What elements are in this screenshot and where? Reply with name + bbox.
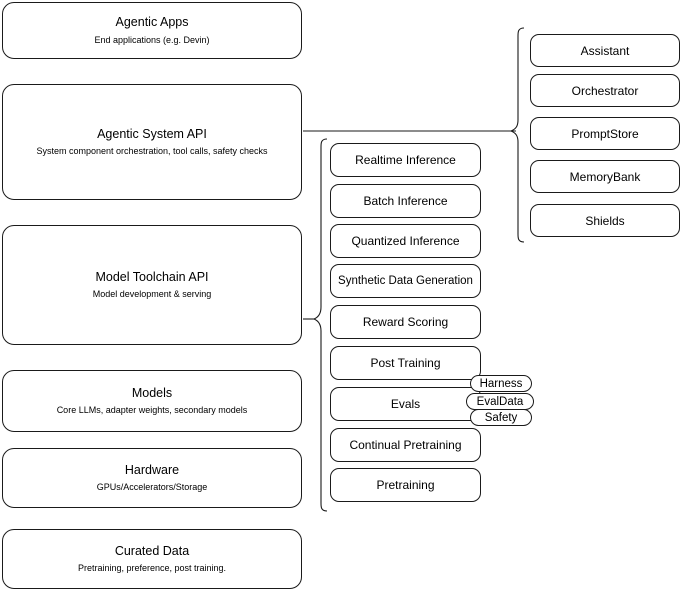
toolchain-item-post-training[interactable]: Post Training	[330, 346, 481, 380]
toolchain-item-evals[interactable]: Evals	[330, 387, 481, 421]
eval-tag-harness[interactable]: Harness	[470, 375, 532, 392]
toolchain-item-realtime-inference[interactable]: Realtime Inference	[330, 143, 481, 177]
layer-agentic-system-api[interactable]: Agentic System API System component orch…	[2, 84, 302, 200]
layer-agentic-apps[interactable]: Agentic Apps End applications (e.g. Devi…	[2, 2, 302, 59]
layer-hardware-content: Hardware GPUs/Accelerators/Storage	[97, 463, 208, 494]
layer-models-title: Models	[131, 385, 173, 400]
toolchain-item-synthetic-data-generation[interactable]: Synthetic Data Generation	[330, 264, 481, 298]
layer-hardware-subtitle: GPUs/Accelerators/Storage	[96, 482, 208, 493]
layer-agentic-apps-content: Agentic Apps End applications (e.g. Devi…	[94, 15, 209, 46]
system-item-memorybank[interactable]: MemoryBank	[530, 160, 680, 193]
layer-curated-data-title: Curated Data	[114, 543, 190, 558]
layer-curated-data-subtitle: Pretraining, preference, post training.	[77, 563, 227, 574]
layer-hardware-title: Hardware	[124, 462, 180, 477]
eval-tag-safety[interactable]: Safety	[470, 409, 532, 426]
system-item-promptstore[interactable]: PromptStore	[530, 117, 680, 150]
layer-model-toolchain-api-title: Model Toolchain API	[95, 269, 209, 284]
layer-models-content: Models Core LLMs, adapter weights, secon…	[57, 386, 248, 417]
layer-hardware[interactable]: Hardware GPUs/Accelerators/Storage	[2, 448, 302, 508]
layer-agentic-apps-subtitle: End applications (e.g. Devin)	[94, 34, 210, 45]
layer-agentic-system-api-title: Agentic System API	[97, 126, 207, 141]
toolchain-item-batch-inference[interactable]: Batch Inference	[330, 184, 481, 218]
toolchain-item-pretraining[interactable]: Pretraining	[330, 468, 481, 502]
toolchain-item-quantized-inference[interactable]: Quantized Inference	[330, 224, 481, 258]
layer-model-toolchain-api[interactable]: Model Toolchain API Model development & …	[2, 225, 302, 345]
toolchain-item-reward-scoring[interactable]: Reward Scoring	[330, 305, 481, 339]
layer-models-subtitle: Core LLMs, adapter weights, secondary mo…	[56, 405, 248, 416]
layer-model-toolchain-api-content: Model Toolchain API Model development & …	[93, 270, 212, 301]
layer-models[interactable]: Models Core LLMs, adapter weights, secon…	[2, 370, 302, 432]
system-item-assistant[interactable]: Assistant	[530, 34, 680, 67]
system-item-orchestrator[interactable]: Orchestrator	[530, 74, 680, 107]
system-item-shields[interactable]: Shields	[530, 204, 680, 237]
toolchain-components-bracket	[312, 138, 328, 512]
layer-model-toolchain-api-subtitle: Model development & serving	[92, 289, 212, 300]
layer-curated-data-content: Curated Data Pretraining, preference, po…	[78, 544, 226, 575]
layer-curated-data[interactable]: Curated Data Pretraining, preference, po…	[2, 529, 302, 589]
layer-agentic-apps-title: Agentic Apps	[115, 15, 189, 30]
layer-agentic-system-api-subtitle: System component orchestration, tool cal…	[36, 146, 268, 157]
system-components-bracket	[509, 27, 525, 243]
eval-tag-evaldata[interactable]: EvalData	[466, 393, 534, 410]
layer-agentic-system-api-content: Agentic System API System component orch…	[36, 127, 267, 158]
toolchain-item-continual-pretraining[interactable]: Continual Pretraining	[330, 428, 481, 462]
